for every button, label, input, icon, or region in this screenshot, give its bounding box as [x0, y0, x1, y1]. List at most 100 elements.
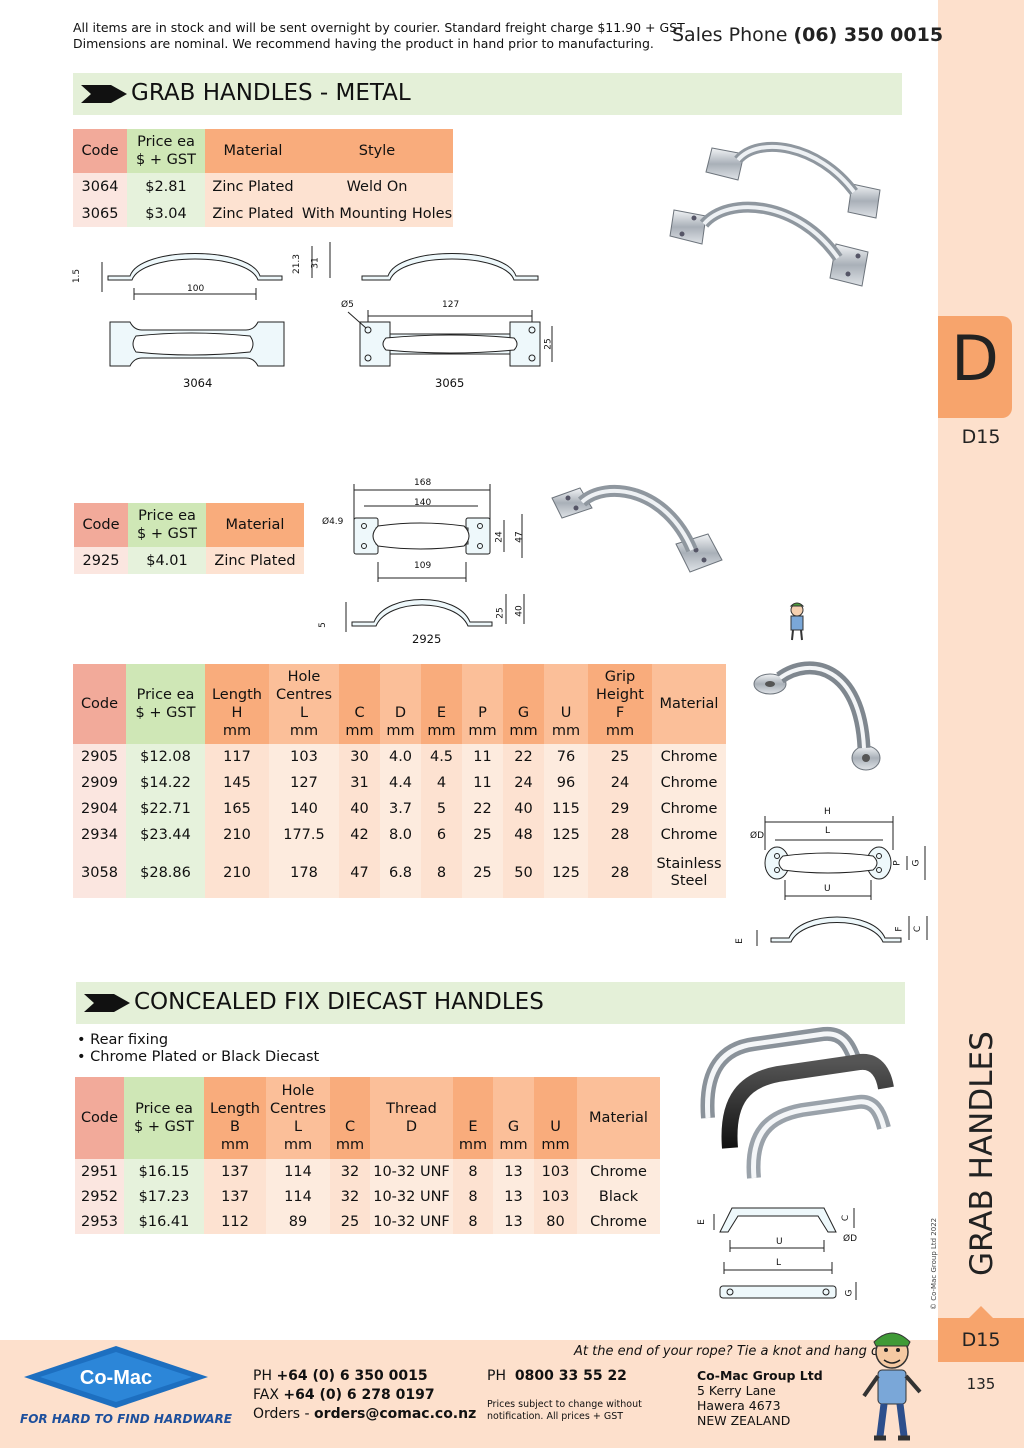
cell-length: 137 [204, 1184, 266, 1209]
dim-g: G [911, 859, 922, 867]
cell-code: 2925 [74, 547, 128, 574]
stock-notice: All items are in stock and will be sent … [73, 20, 685, 52]
th-style: Style [301, 129, 453, 173]
footer-phone-link[interactable]: +64 (0) 6 350 0015 [276, 1368, 428, 1384]
th-price: Price ea$ + GST [127, 129, 205, 173]
cell-price: $3.04 [127, 200, 205, 227]
dim-g: G [844, 1289, 855, 1297]
product-photo-metal-handles [669, 141, 881, 287]
price-note: Prices subject to change without notific… [487, 1399, 642, 1422]
table-row: 2925 $4.01 Zinc Plated [74, 547, 304, 574]
product-photo-concealed-handles [700, 1026, 894, 1179]
notice-line-2: Dimensions are nominal. We recommend hav… [73, 36, 654, 51]
cell-code: 2952 [75, 1184, 124, 1209]
dim-o5: Ø5 [341, 300, 354, 310]
cell-e: 8 [453, 1159, 493, 1184]
cell-length: 210 [205, 848, 269, 898]
diagram-concealed-handle [713, 1207, 857, 1300]
side-tab-panel [938, 0, 1024, 1448]
cell-material: Chrome [652, 744, 726, 770]
cell-price: $4.01 [128, 547, 206, 574]
sales-phone: Sales Phone(06) 350 0015 [672, 24, 943, 46]
cell-material: Chrome [577, 1159, 660, 1184]
cell-hole-centres: 177.5 [269, 822, 339, 848]
label-3064: 3064 [183, 376, 213, 390]
cell-g: 40 [503, 796, 544, 822]
cell-code: 2909 [73, 770, 126, 796]
cell-d: 6.8 [380, 848, 421, 898]
th-material: Material [652, 664, 726, 744]
table-2925: Code Price ea$ + GST Material 2925 $4.01… [74, 503, 304, 574]
dim-31: 31 [310, 257, 321, 269]
dim-100: 100 [187, 284, 205, 294]
address-line: 5 Kerry Lane [697, 1383, 776, 1398]
footer-fax-number: +64 (0) 6 278 0197 [283, 1387, 435, 1403]
cell-g: 50 [503, 848, 544, 898]
cell-hole-centres: 114 [266, 1184, 330, 1209]
cell-hole-centres: 89 [266, 1209, 330, 1234]
footer-email-link[interactable]: orders@comac.co.nz [314, 1406, 477, 1422]
cell-price: $12.08 [126, 744, 205, 770]
dim-47: 47 [514, 531, 525, 543]
table-row: 2953 $16.41 112 89 25 10-32 UNF 8 13 80 … [75, 1209, 660, 1234]
cell-e: 5 [421, 796, 462, 822]
th-price: Price ea$ + GST [128, 503, 206, 547]
cell-price: $16.15 [124, 1159, 204, 1184]
logo-diamond-icon[interactable]: Co-Mac [24, 1346, 208, 1408]
mascot-icon [789, 602, 805, 641]
section-letter-tab[interactable]: D [938, 316, 1012, 418]
table-row: 2904 $22.71 165 140 40 3.7 5 22 40 115 2… [73, 796, 726, 822]
sales-phone-number[interactable]: (06) 350 0015 [793, 24, 944, 46]
cell-g: 13 [493, 1209, 534, 1234]
page-code-bottom: D15 [961, 1329, 1001, 1351]
footer-freephone-link[interactable]: 0800 33 55 22 [514, 1368, 627, 1384]
logo-tagline: FOR HARD TO FIND HARDWARE [20, 1412, 232, 1426]
cell-price: $23.44 [126, 822, 205, 848]
cell-code: 3064 [73, 173, 127, 200]
cell-p: 11 [462, 770, 503, 796]
th-material: Material [206, 503, 304, 547]
cell-d: 4.4 [380, 770, 421, 796]
dim-l: L [776, 1258, 782, 1268]
cell-u: 103 [534, 1159, 577, 1184]
cell-u: 103 [534, 1184, 577, 1209]
cell-material: Chrome [652, 822, 726, 848]
cell-e: 8 [453, 1209, 493, 1234]
cell-c: 40 [339, 796, 380, 822]
cell-e: 4.5 [421, 744, 462, 770]
cell-material: Chrome [652, 770, 726, 796]
cell-length: 117 [205, 744, 269, 770]
cell-c: 42 [339, 822, 380, 848]
cell-f: 29 [588, 796, 652, 822]
cell-thread: 10-32 UNF [370, 1209, 453, 1234]
th-price: Price ea$ + GST [126, 664, 205, 744]
cell-price: $2.81 [127, 173, 205, 200]
cell-code: 3065 [73, 200, 127, 227]
dim-e: E [734, 938, 745, 944]
cell-code: 2905 [73, 744, 126, 770]
dim-h: H [824, 807, 831, 817]
th-code: Code [75, 1077, 124, 1159]
cell-u: 76 [544, 744, 588, 770]
cell-material: Black [577, 1184, 660, 1209]
cell-material: Chrome [577, 1209, 660, 1234]
dim-25: 25 [543, 338, 554, 350]
cell-d: 8.0 [380, 822, 421, 848]
th-material: Material [205, 129, 301, 173]
dim-e: E [696, 1219, 707, 1225]
cell-e: 4 [421, 770, 462, 796]
cell-price: $17.23 [124, 1184, 204, 1209]
dim-od: ØD [843, 1234, 858, 1244]
address-line: NEW ZEALAND [697, 1413, 791, 1428]
dim-u: U [776, 1237, 783, 1247]
